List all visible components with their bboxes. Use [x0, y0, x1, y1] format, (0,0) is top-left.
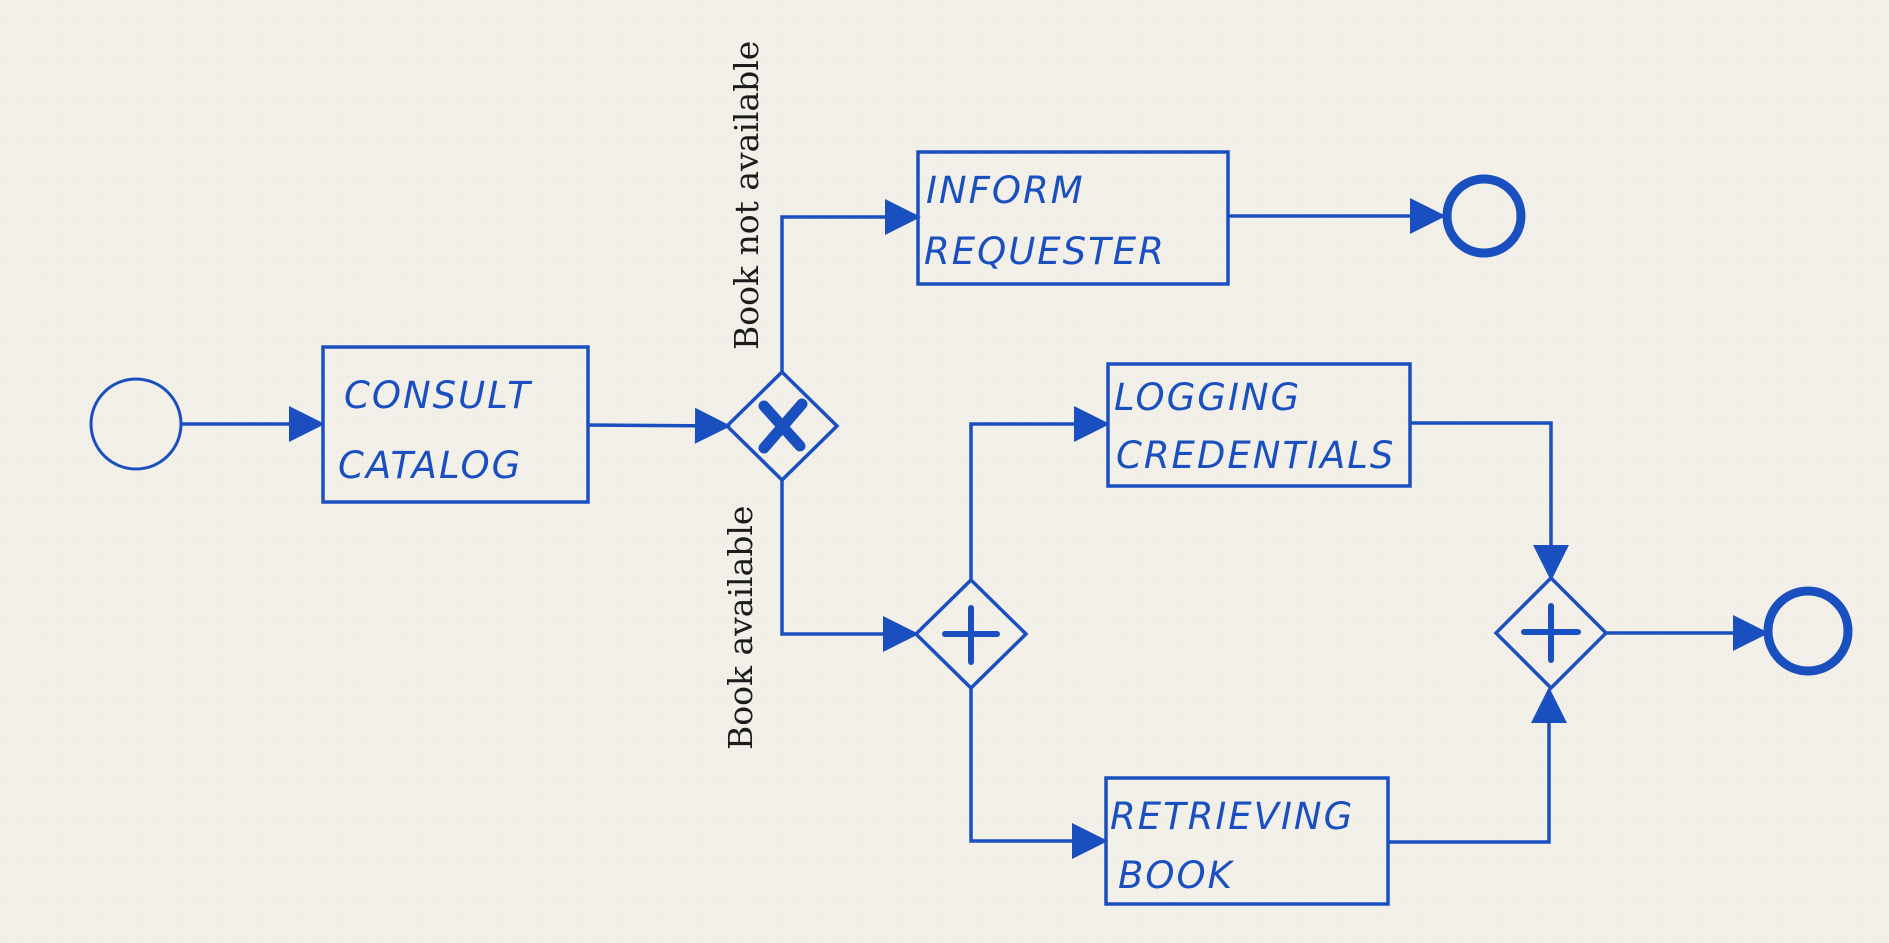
task-retrieving-book: RETRIEVING BOOK [1104, 776, 1390, 906]
flow-split-to-retrieving [969, 688, 1108, 859]
flow-split-to-logging [969, 406, 1110, 580]
flow-xor-to-split [780, 480, 919, 652]
edge-label-not-available: Book not available [727, 41, 766, 350]
task-label-line-1: INFORM [926, 169, 1085, 212]
parallel-gateway-join [1493, 575, 1609, 691]
task-label-line-1: RETRIEVING [1110, 795, 1354, 838]
task-label-line-2: BOOK [1118, 854, 1235, 897]
x-icon [758, 398, 808, 454]
end-event-not-available [1442, 174, 1526, 258]
sequence-flows [182, 198, 1769, 859]
exclusive-gateway [724, 369, 840, 483]
task-label-line-1: CONSULT [344, 374, 532, 417]
flow-consult-to-xor [587, 407, 731, 444]
task-label-line-2: REQUESTER [924, 230, 1166, 273]
flow-logging-to-join [1410, 421, 1569, 581]
end-event-available [1763, 586, 1853, 676]
task-consult-catalog: CONSULT CATALOG [321, 345, 590, 504]
task-inform-requester: INFORM REQUESTER [916, 150, 1230, 286]
flow-retrieving-to-join [1388, 687, 1567, 844]
plus-icon [1521, 603, 1581, 663]
start-event [89, 377, 183, 471]
task-logging-credentials: LOGGING CREDENTIALS [1106, 362, 1412, 488]
flow-xor-to-inform [780, 199, 921, 372]
plus-icon [942, 605, 1000, 665]
parallel-gateway-split [913, 577, 1029, 691]
task-label-line-1: LOGGING [1114, 376, 1301, 419]
task-label-line-2: CREDENTIALS [1116, 434, 1395, 477]
task-label-line-2: CATALOG [338, 444, 522, 487]
edge-label-available: Book available [721, 506, 760, 750]
